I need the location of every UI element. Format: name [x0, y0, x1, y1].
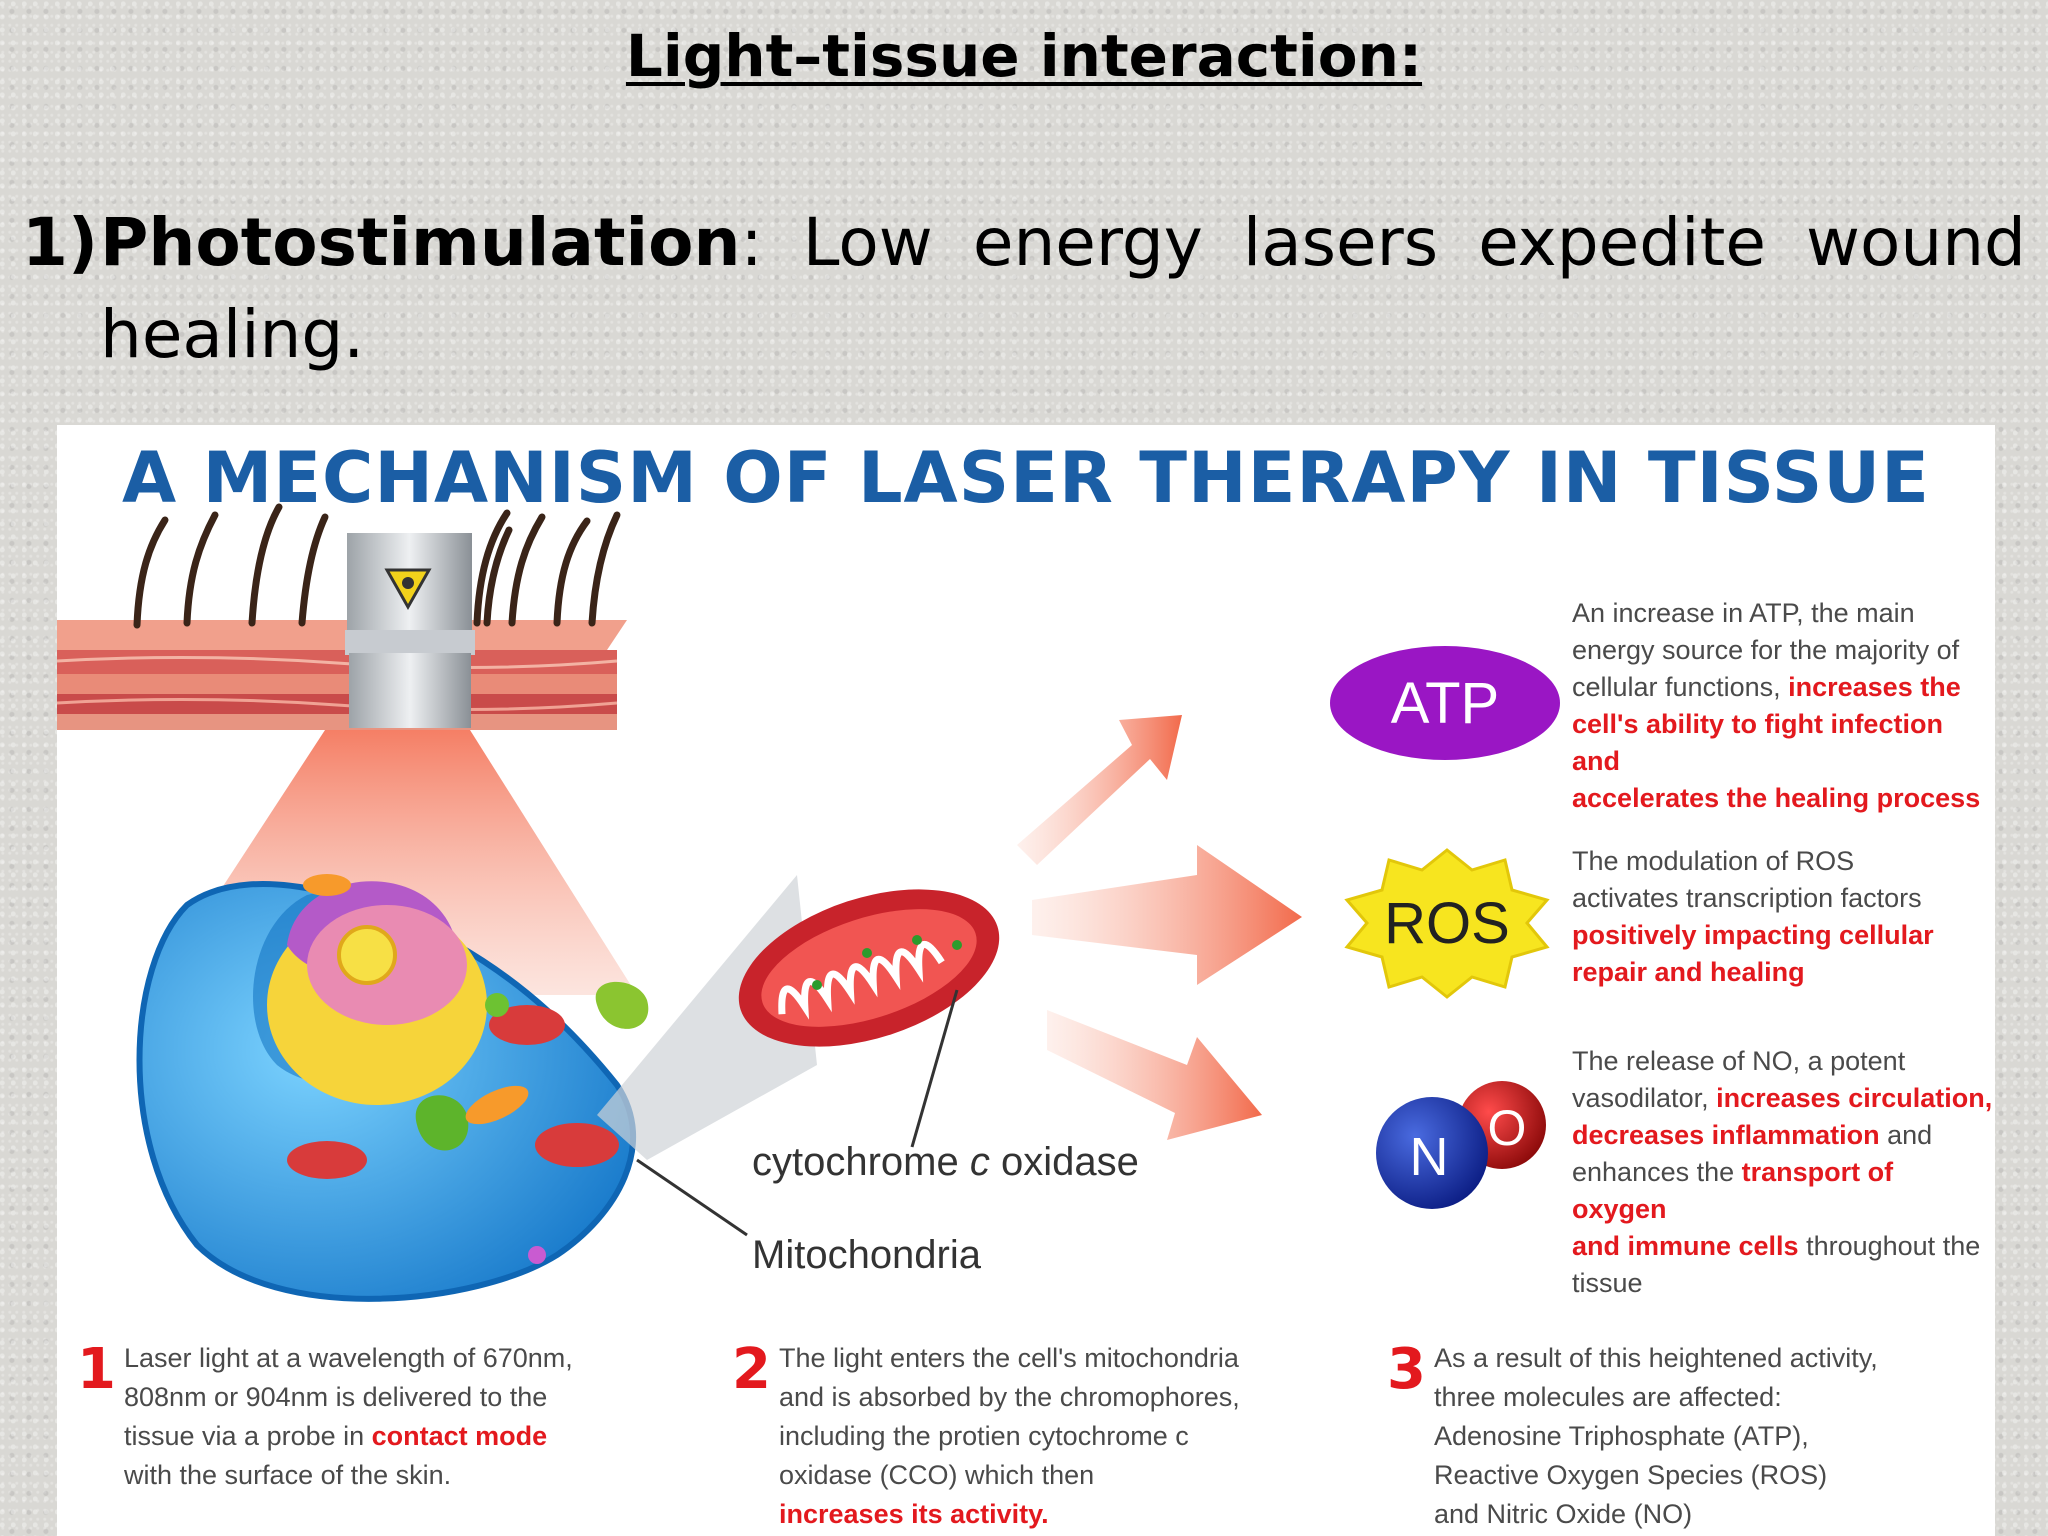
- ros-starburst: [1344, 848, 1550, 999]
- step-line: Adenosine Triphosphate (ATP),: [1434, 1421, 1809, 1451]
- hair-follicles: [133, 503, 621, 629]
- arrow-to-no: [1047, 1010, 1262, 1140]
- step-line: Reactive Oxygen Species (ROS): [1434, 1460, 1828, 1490]
- bullet-term: Photostimulation: [100, 204, 741, 281]
- no-desc-text: enhances the: [1572, 1157, 1742, 1187]
- arrow-to-ros: [1032, 845, 1302, 985]
- no-desc-text: throughout the: [1798, 1231, 1981, 1261]
- skin-layer: [57, 620, 627, 730]
- bullet-line-1: Photostimulation: Low energy lasers expe…: [100, 204, 2026, 282]
- step-line: and Nitric Oxide (NO): [1434, 1499, 1693, 1529]
- step-line: with the surface of the skin.: [124, 1460, 452, 1490]
- cco-pointer-line: [910, 989, 959, 1148]
- no-desc-highlight: increases circulation,: [1716, 1083, 1993, 1113]
- mitochondria-label: Mitochondria: [752, 1233, 982, 1277]
- step-highlight: contact mode: [371, 1421, 548, 1451]
- step-line: including the protien cytochrome c: [779, 1421, 1189, 1451]
- step-line: three molecules are affected:: [1434, 1382, 1782, 1412]
- step-line: Laser light at a wavelength of 670nm,: [124, 1343, 573, 1373]
- atp-description: An increase in ATP, the main energy sour…: [1572, 595, 1995, 817]
- no-description: The release of NO, a potent vasodilator,…: [1572, 1043, 1995, 1302]
- step-text: The light enters the cell's mitochondria…: [779, 1339, 1240, 1534]
- ros-description: The modulation of ROS activates transcri…: [1572, 843, 1934, 991]
- bullet-term-group: Photostimulation:: [100, 204, 763, 282]
- atp-desc-line: An increase in ATP, the main: [1572, 598, 1915, 628]
- cco-label-prefix: cytochrome: [752, 1140, 970, 1184]
- atp-desc-text: cellular functions,: [1572, 672, 1789, 702]
- no-desc-text: and: [1879, 1120, 1933, 1150]
- step-line: tissue via a probe in contact mode: [124, 1417, 573, 1456]
- atp-desc-line: energy source for the majority of: [1572, 635, 1960, 665]
- no-desc-highlight: decreases inflammation: [1572, 1120, 1880, 1150]
- figure-title: A MECHANISM OF LASER THERAPY IN TISSUE: [122, 437, 1930, 519]
- mitochondrion-illustration: [738, 889, 1000, 1047]
- bullet-word: wound: [1806, 204, 2026, 281]
- laser-probe-icon: [345, 533, 475, 728]
- ros-desc-highlight: positively impacting cellular: [1572, 920, 1934, 950]
- figure-panel: A MECHANISM OF LASER THERAPY IN TISSUE: [57, 425, 1995, 1536]
- step-text-span: tissue via a probe in: [124, 1421, 372, 1451]
- step-line: oxidase (CCO) which then: [779, 1460, 1095, 1490]
- no-desc-highlight: transport of oxygen: [1572, 1157, 1894, 1224]
- n-atom: [1376, 1097, 1488, 1209]
- atp-desc-highlight: cell's ability to fight infection and: [1572, 709, 1943, 776]
- step-number: 3: [1387, 1337, 1426, 1402]
- no-desc-line: decreases inflammation and: [1572, 1117, 1995, 1154]
- cco-label-suffix: oxidase: [989, 1140, 1139, 1184]
- no-o-label: O: [1488, 1100, 1527, 1156]
- step-line: The light enters the cell's mitochondria: [779, 1343, 1239, 1373]
- atp-desc-line: cellular functions, increases the: [1572, 669, 1995, 706]
- no-desc-line: vasodilator, increases circulation,: [1572, 1080, 1995, 1117]
- laser-mechanism-diagram: ATP ROS N O: [57, 503, 1560, 1302]
- no-desc-highlight: and immune cells: [1572, 1231, 1799, 1261]
- bullet-word: lasers: [1242, 204, 1439, 281]
- bullet-word: energy: [972, 204, 1203, 281]
- atp-ellipse: [1330, 646, 1560, 760]
- step-line: As a result of this heightened activity,: [1434, 1343, 1878, 1373]
- bullet-colon: :: [740, 204, 763, 281]
- atp-desc-highlight: increases the: [1788, 672, 1961, 702]
- atp-desc-highlight: accelerates the healing process: [1572, 783, 1981, 813]
- bullet-number: 1): [22, 204, 99, 281]
- bullet-word: Low: [802, 204, 933, 281]
- mito-pointer-line: [636, 1158, 748, 1237]
- ros-label: ROS: [1384, 891, 1510, 956]
- cco-label-italic: c: [969, 1140, 990, 1184]
- step-number: 2: [732, 1337, 771, 1402]
- step-text: Laser light at a wavelength of 670nm, 80…: [124, 1339, 573, 1495]
- no-desc-line: and immune cells throughout the: [1572, 1228, 1995, 1265]
- bullet-word: expedite: [1478, 204, 1766, 281]
- no-desc-line: tissue: [1572, 1268, 1643, 1298]
- no-n-label: N: [1410, 1127, 1449, 1187]
- step-highlight: increases its activity.: [779, 1499, 1049, 1529]
- no-desc-text: vasodilator,: [1572, 1083, 1717, 1113]
- no-desc-line: enhances the transport of oxygen: [1572, 1154, 1995, 1228]
- ros-desc-highlight: repair and healing: [1572, 957, 1805, 987]
- ros-desc-line: The modulation of ROS: [1572, 846, 1855, 876]
- ros-desc-line: activates transcription factors: [1572, 883, 1922, 913]
- step-number: 1: [77, 1337, 116, 1402]
- bullet-line-2: healing.: [100, 296, 365, 373]
- step-line: and is absorbed by the chromophores,: [779, 1382, 1240, 1412]
- slide-title: Light–tissue interaction:: [625, 22, 1423, 90]
- atp-label: ATP: [1391, 671, 1500, 736]
- step-text: As a result of this heightened activity,…: [1434, 1339, 1878, 1534]
- cco-label: cytochrome c oxidase: [752, 1140, 1139, 1185]
- step-line: 808nm or 904nm is delivered to the: [124, 1382, 548, 1412]
- arrow-to-atp: [1017, 715, 1182, 865]
- zoom-cone: [597, 875, 817, 1160]
- cell-illustration: [136, 874, 649, 1302]
- no-desc-line: The release of NO, a potent: [1572, 1046, 1906, 1076]
